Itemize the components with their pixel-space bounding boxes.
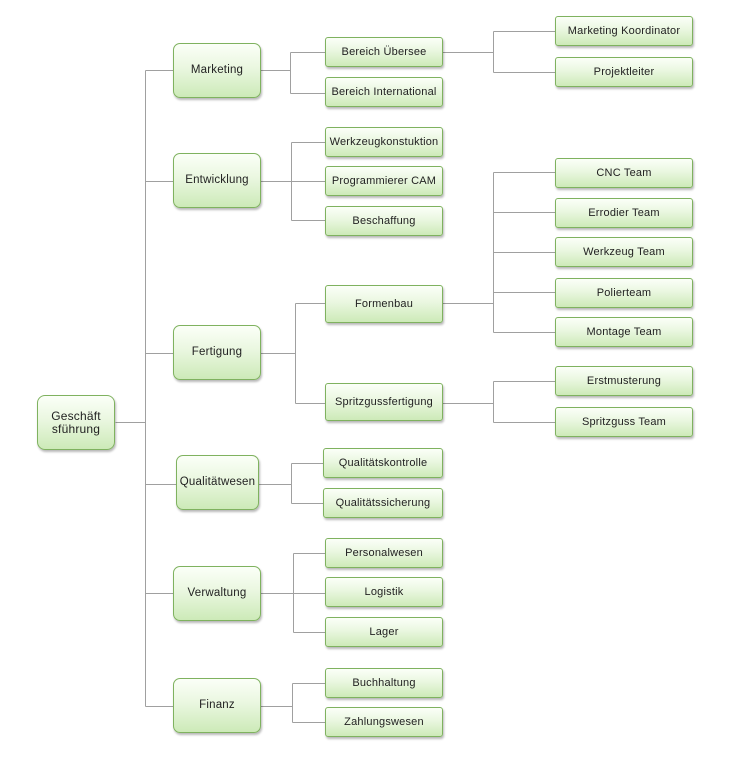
- node-entwicklung[interactable]: Entwicklung: [173, 153, 261, 208]
- node-logistik[interactable]: Logistik: [325, 577, 443, 607]
- connector-entwicklung: [261, 142, 325, 221]
- node-entwicklung-label: Entwicklung: [185, 174, 249, 186]
- node-werkzeug-team-label: Werkzeug Team: [583, 245, 665, 258]
- node-spritzguss-team-label: Spritzguss Team: [581, 415, 667, 428]
- node-personalwesen-label: Personalwesen: [345, 546, 423, 559]
- connector-fertigung: [261, 303, 325, 404]
- node-lager[interactable]: Lager: [325, 617, 443, 647]
- node-marketing-label: Marketing: [190, 64, 244, 76]
- node-personalwesen[interactable]: Personalwesen: [325, 538, 443, 568]
- connector-finanz: [261, 683, 325, 723]
- node-formenbau[interactable]: Formenbau: [325, 285, 443, 323]
- connector-marketing: [261, 52, 325, 94]
- node-bereich-uebersee-label: Bereich Übersee: [341, 45, 427, 58]
- connector-formenbau: [443, 172, 555, 333]
- node-verwaltung[interactable]: Verwaltung: [173, 566, 261, 621]
- node-qualitaetskontrolle-label: Qualitätskontrolle: [338, 456, 428, 469]
- node-errodier-team-label: Errodier Team: [588, 206, 660, 219]
- node-fertigung[interactable]: Fertigung: [173, 325, 261, 380]
- node-buchhaltung-label: Buchhaltung: [352, 676, 416, 689]
- node-qualitaetssicherung-label: Qualitätssicherung: [335, 496, 431, 509]
- node-montage-team[interactable]: Montage Team: [555, 317, 693, 347]
- node-polierteam-label: Polierteam: [596, 286, 652, 299]
- node-erstmusterung-label: Erstmusterung: [586, 374, 662, 387]
- node-formenbau-label: Formenbau: [354, 297, 414, 310]
- node-verwaltung-label: Verwaltung: [187, 587, 247, 599]
- node-marketing-koordinator[interactable]: Marketing Koordinator: [555, 16, 693, 46]
- node-qualitaetswesen-label: Qualitätwesen: [179, 476, 256, 488]
- node-projektleiter-label: Projektleiter: [593, 65, 655, 78]
- node-finanz[interactable]: Finanz: [173, 678, 261, 733]
- node-cnc-team-label: CNC Team: [596, 166, 652, 179]
- node-programmierer-cam[interactable]: Programmierer CAM: [325, 166, 443, 196]
- node-beschaffung[interactable]: Beschaffung: [325, 206, 443, 236]
- node-werkzeugkonstuktion-label: Werkzeugkonstuktion: [329, 135, 439, 148]
- node-qualitaetskontrolle[interactable]: Qualitätskontrolle: [323, 448, 443, 478]
- connector-l1: [145, 70, 176, 707]
- node-geschaeftsfuehrung-label: Geschäft sführung: [51, 408, 101, 436]
- node-spritzguss-team[interactable]: Spritzguss Team: [555, 407, 693, 437]
- node-bereich-uebersee[interactable]: Bereich Übersee: [325, 37, 443, 67]
- node-buchhaltung[interactable]: Buchhaltung: [325, 668, 443, 698]
- node-spritzgussfertigung[interactable]: Spritzgussfertigung: [325, 383, 443, 421]
- node-qualitaetswesen[interactable]: Qualitätwesen: [176, 455, 259, 510]
- node-logistik-label: Logistik: [364, 585, 404, 598]
- node-qualitaetssicherung[interactable]: Qualitätssicherung: [323, 488, 443, 518]
- connector-root: [115, 70, 146, 707]
- node-werkzeugkonstuktion[interactable]: Werkzeugkonstuktion: [325, 127, 443, 157]
- connector-qualitaet: [259, 463, 323, 504]
- node-bereich-international[interactable]: Bereich International: [325, 77, 443, 107]
- node-montage-team-label: Montage Team: [586, 325, 662, 338]
- node-marketing[interactable]: Marketing: [173, 43, 261, 98]
- node-projektleiter[interactable]: Projektleiter: [555, 57, 693, 87]
- node-erstmusterung[interactable]: Erstmusterung: [555, 366, 693, 396]
- node-cnc-team[interactable]: CNC Team: [555, 158, 693, 188]
- node-spritzgussfertigung-label: Spritzgussfertigung: [335, 395, 433, 408]
- node-errodier-team[interactable]: Errodier Team: [555, 198, 693, 228]
- node-bereich-international-label: Bereich International: [331, 85, 437, 98]
- connector-uebersee: [443, 31, 555, 73]
- node-zahlungswesen-label: Zahlungswesen: [344, 715, 424, 728]
- node-finanz-label: Finanz: [199, 699, 235, 711]
- node-polierteam[interactable]: Polierteam: [555, 278, 693, 308]
- node-programmierer-cam-label: Programmierer CAM: [331, 174, 437, 187]
- node-lager-label: Lager: [369, 625, 399, 638]
- node-zahlungswesen[interactable]: Zahlungswesen: [325, 707, 443, 737]
- node-marketing-koordinator-label: Marketing Koordinator: [567, 24, 681, 37]
- node-beschaffung-label: Beschaffung: [352, 214, 416, 227]
- node-fertigung-label: Fertigung: [191, 346, 243, 358]
- node-geschaeftsfuehrung[interactable]: Geschäft sführung: [37, 395, 115, 450]
- connector-verwaltung: [261, 553, 325, 633]
- connector-spritzguss: [443, 381, 555, 423]
- node-werkzeug-team[interactable]: Werkzeug Team: [555, 237, 693, 267]
